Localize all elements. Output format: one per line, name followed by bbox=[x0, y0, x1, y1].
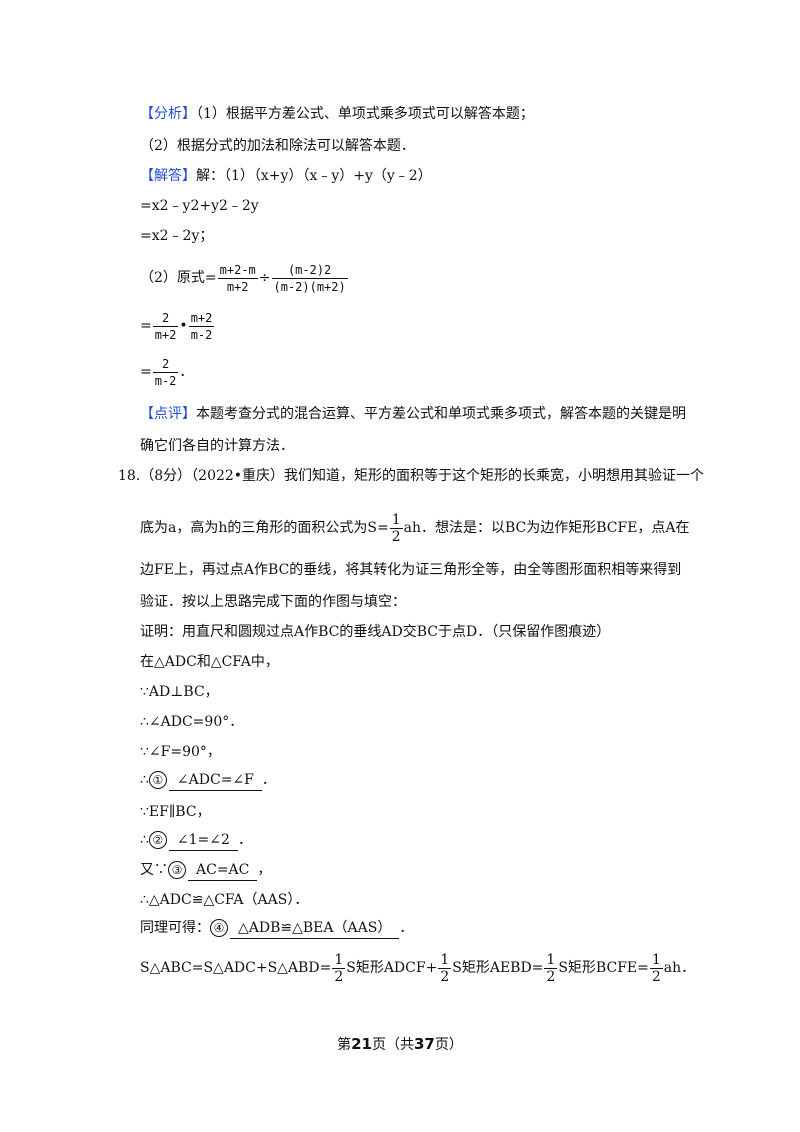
question-18-line-3: 边FE上，再过点A作BC的垂线，将其转化为证三角形全等，由全等图形面积相等来得到 bbox=[140, 562, 682, 578]
fraction: (m-2)2(m-2)(m+2) bbox=[271, 262, 348, 294]
circled-number-1: ① bbox=[148, 771, 167, 789]
comment-tag: 【点评】 bbox=[140, 406, 196, 422]
analysis-tag: 【分析】 bbox=[140, 106, 196, 122]
proof-line-1: 证明：用直尺和圆规过点A作BC的垂线AD交BC于点D．（只保留作图痕迹） bbox=[140, 624, 611, 640]
proof-line-8: ∴②∠1=∠2． bbox=[140, 830, 252, 851]
comment-line-2: 确它们各自的计算方法． bbox=[140, 438, 294, 454]
circled-number-4: ④ bbox=[210, 919, 228, 937]
page-total: 37 bbox=[414, 1035, 435, 1053]
page-footer: 第21页（共37页） bbox=[337, 1035, 463, 1053]
proof-line-10: ∴△ADC≌△CFA（AAS）． bbox=[140, 892, 309, 908]
answer-line-3: =x2﹣2y； bbox=[140, 228, 214, 244]
proof-line-3: ∵AD⊥BC， bbox=[140, 684, 219, 700]
answer-blank-4: △ADB≌△BEA（AAS） bbox=[230, 918, 400, 939]
answer-blank-1: ∠ADC=∠F bbox=[168, 770, 262, 791]
proof-line-7: ∵EF∥BC， bbox=[140, 804, 211, 820]
question-18-line-1: 18.（8分）（2022•重庆）我们知道，矩形的面积等于这个矩形的长乘宽，小明想… bbox=[118, 468, 705, 484]
question-18-line-4: 验证．按以上思路完成下面的作图与填空： bbox=[140, 594, 406, 610]
comment-line-1: 【点评】本题考查分式的混合运算、平方差公式和单项式乘多项式，解答本题的关键是明 bbox=[140, 406, 686, 422]
answer-line-1: 【解答】解：（1）（x+y）（x﹣y）+y（y﹣2） bbox=[140, 168, 432, 184]
page-number: 21 bbox=[351, 1035, 372, 1053]
proof-line-2: 在△ADC和△CFA中， bbox=[140, 654, 279, 670]
answer-line-2: =x2﹣y2+y2﹣2y bbox=[140, 198, 259, 214]
analysis-line-2: （2）根据分式的加法和除法可以解答本题． bbox=[140, 138, 415, 154]
proof-line-11: 同理可得：④△ADB≌△BEA（AAS）． bbox=[140, 918, 413, 939]
circled-number-2: ② bbox=[148, 831, 167, 849]
proof-line-5: ∵∠F=90°， bbox=[140, 744, 221, 760]
circled-number-3: ③ bbox=[168, 861, 186, 879]
answer-tag: 【解答】 bbox=[140, 168, 196, 184]
answer-blank-2: ∠1=∠2 bbox=[168, 830, 238, 851]
answer-blank-3: AC=AC bbox=[188, 860, 258, 881]
proof-line-4: ∴∠ADC=90°． bbox=[140, 714, 244, 730]
proof-line-6: ∴①∠ADC=∠F． bbox=[140, 770, 276, 791]
analysis-line-1: 【分析】（1）根据平方差公式、单项式乘多项式可以解答本题； bbox=[140, 106, 534, 122]
